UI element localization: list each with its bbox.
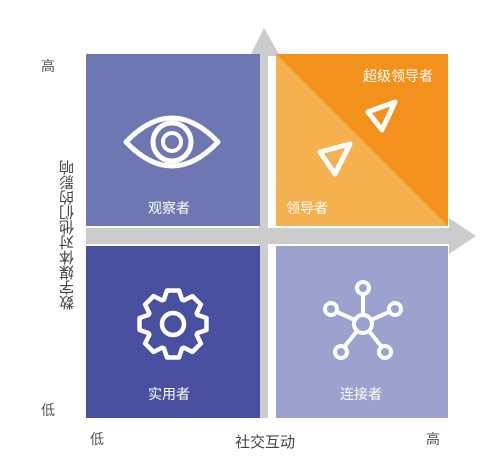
quadrant-label-connectors: 连接者: [340, 387, 382, 403]
network-hub-icon: [323, 280, 403, 360]
quadrant-pragmatists: 实用者: [86, 246, 260, 418]
y-axis-title: 数字媒体对他们的影响: [58, 160, 76, 310]
quadrant-label-pragmatists: 实用者: [148, 387, 190, 403]
vertical-arrowhead: [250, 28, 280, 56]
quadrant-label-observers: 观察者: [148, 201, 190, 217]
horizontal-arrowhead: [449, 218, 476, 254]
leaders-background: [276, 54, 448, 226]
quadrant-label-super-leaders: 超级领导者: [363, 69, 433, 85]
horizontal-arrow: [86, 228, 449, 244]
x-axis-title: 社交互动: [234, 433, 295, 451]
y-axis-low-label: 低: [41, 403, 55, 419]
y-axis-high-label: 高: [41, 59, 55, 75]
x-axis-low-label: 低: [90, 432, 104, 448]
play-triangle-icon: [317, 99, 398, 177]
quadrant-connectors: 连接者: [276, 246, 448, 418]
quadrant-observers: 观察者: [86, 54, 260, 226]
x-axis-high-label: 高: [426, 432, 440, 448]
quadrant-label-leaders: 领导者: [286, 201, 328, 217]
eye-icon: [123, 115, 221, 169]
quadrant-leaders: 超级领导者 领导者: [276, 54, 448, 226]
gear-icon: [137, 288, 209, 360]
